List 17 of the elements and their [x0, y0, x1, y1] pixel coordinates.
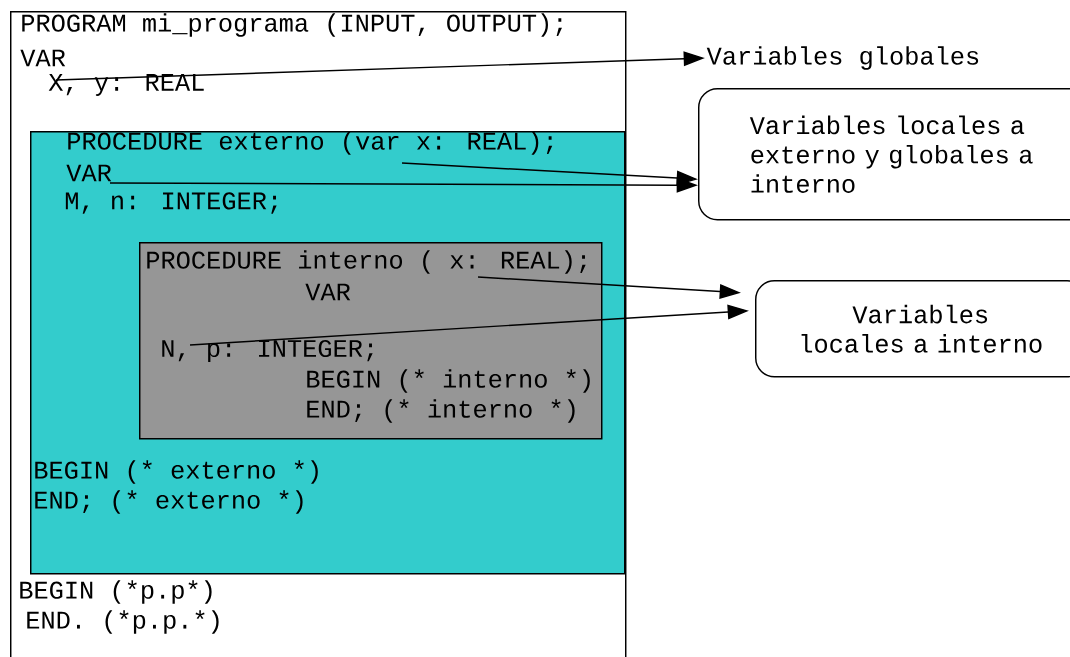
- callout-text: Variables globales: [706, 46, 979, 70]
- code-line: PROCEDURE interno ( x: REAL);: [147, 250, 586, 274]
- callout-box: Variables locales a interno: [755, 280, 1070, 378]
- code-line: M, n: INTEGER;: [65, 192, 277, 214]
- code-line: VAR: [305, 283, 351, 301]
- code-line: PROCEDURE externo (var x: REAL);: [68, 131, 553, 155]
- callout-box: Variables locales a externo y globales a interno: [698, 88, 1070, 221]
- code-line: END; (* interno *): [307, 399, 575, 423]
- code-line: END. (*p.p.*): [27, 610, 219, 634]
- code-line: N, p: INTEGER;: [162, 339, 373, 363]
- code-line: BEGIN (* externo *): [35, 460, 318, 484]
- code-line: PROGRAM mi_programa (INPUT, OUTPUT);: [22, 13, 562, 37]
- code-line: END; (* externo *): [35, 490, 303, 514]
- code-line: VAR: [66, 164, 112, 182]
- code-line: VAR: [20, 49, 66, 67]
- code-line: BEGIN (* interno *): [307, 369, 590, 393]
- code-line: BEGIN (*p.p*): [20, 580, 212, 604]
